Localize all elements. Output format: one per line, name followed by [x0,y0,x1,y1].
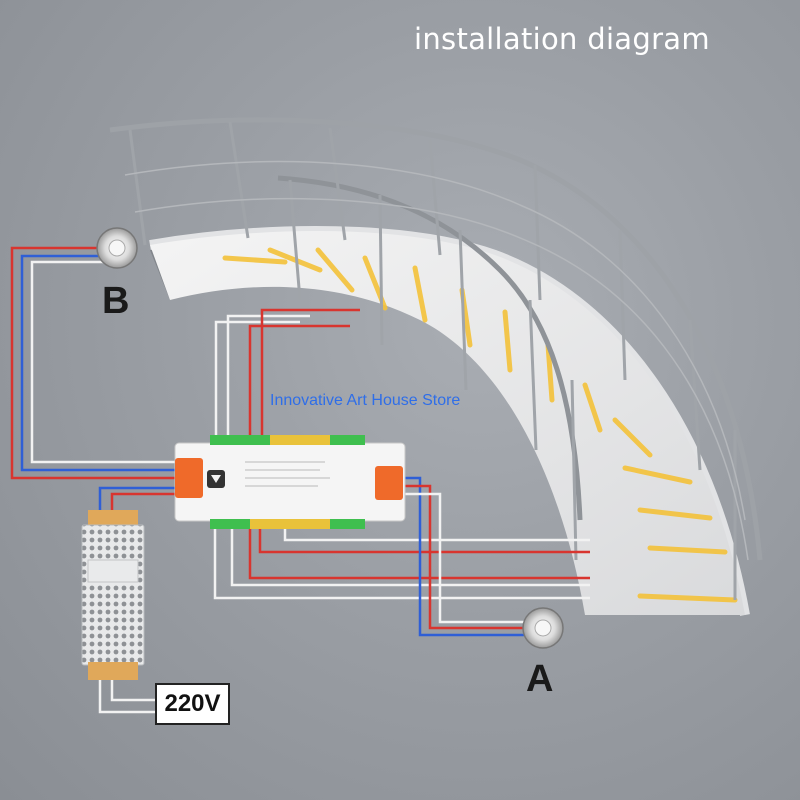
led-strip [545,342,555,403]
balusters [128,121,737,600]
handrail-inner [277,175,583,521]
led-strip [637,507,713,521]
led-strip [612,417,653,458]
handrail-outer [109,117,763,561]
led-strip [622,465,693,485]
diagram-title: installation diagram [414,22,710,56]
led-strip [315,247,355,293]
mains-voltage-box: 220V [155,683,230,725]
step-led-strips [222,247,738,603]
sensor-b-label: B [102,280,130,322]
power-supply-icon [81,510,145,680]
led-strip [582,382,603,433]
led-strip [647,545,728,555]
led-strip [222,255,288,265]
led-step-controller-icon [174,435,406,529]
led-strip [637,593,738,603]
wiring [10,246,590,714]
sensor-a-label: A [526,658,554,700]
led-strip [412,265,428,323]
staircase [149,226,750,616]
led-strip [267,247,323,273]
pir-sensor-icon [96,227,138,269]
led-strip [502,309,513,373]
store-watermark: Innovative Art House Store [270,392,461,409]
rail-cables [124,160,749,561]
pir-sensor-icon [522,607,564,649]
